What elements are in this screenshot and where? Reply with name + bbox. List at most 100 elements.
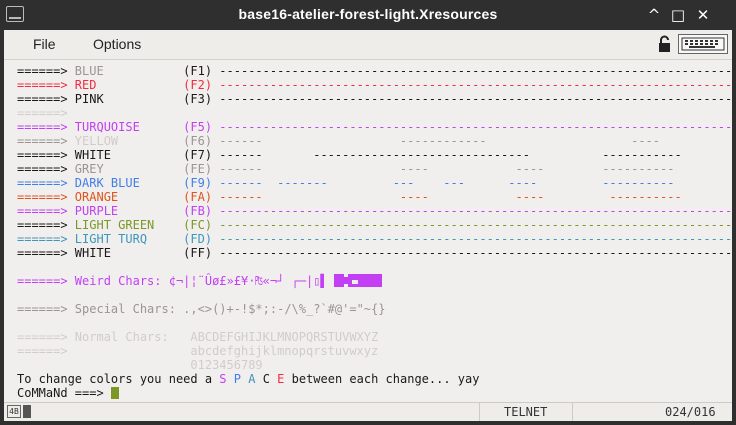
instruction-letter-c: C: [262, 372, 270, 386]
menu-options[interactable]: Options: [93, 36, 142, 52]
instruction-letter-p: P: [233, 372, 241, 386]
row-color-name: LIGHT GREEN: [74, 218, 184, 232]
normal-chars-line: ======> abcdefghijklmnopqrstuvwxyz: [17, 344, 378, 358]
row-function-key: (F2): [183, 78, 220, 92]
row-function-key: (F1): [183, 64, 220, 78]
lock-icon[interactable]: [652, 34, 676, 54]
color-row: ======> ORANGE (FA) ------ ---- ---- ---…: [17, 190, 682, 204]
row-dash-pattern: ------ ------- --- --- ---- ----------: [219, 176, 675, 190]
row-dash-pattern: ------ ---- ---- ----------: [219, 190, 682, 204]
color-row: ======> DARK BLUE (F9) ------ ------- --…: [17, 176, 674, 190]
color-row: ======> BLUE (F1) ----------------------…: [17, 64, 732, 78]
instruction-text: between each change... yay: [284, 372, 480, 386]
instruction-space: [255, 372, 262, 386]
row-arrow: ======>: [17, 148, 75, 162]
instruction-text: To change colors you need a: [17, 372, 220, 386]
row-dash-pattern: ------ ------------ ----: [219, 134, 660, 148]
row-color-name: [75, 106, 183, 120]
row-dash-pattern: ----------------------------------------…: [219, 232, 732, 246]
row-function-key: (F6): [183, 134, 220, 148]
special-chars-line: ======> Special Chars: .,<>()+-!$*;:-/\%…: [17, 302, 385, 316]
color-row: ======>: [17, 106, 219, 120]
normal-chars-label: Normal Chars:: [74, 330, 191, 344]
weird-chars-line: ======> Weird Chars: ¢¬|¦¨Ûø£»£¥·₧«¬┘ ┌─…: [17, 274, 382, 288]
row-color-name: BLUE: [74, 64, 184, 78]
terminal-screen[interactable]: ======> BLUE (F1) ----------------------…: [4, 60, 732, 402]
row-arrow: ======>: [17, 176, 75, 190]
menu-file[interactable]: File: [33, 36, 56, 52]
weird-chars-label: Weird Chars:: [74, 274, 169, 288]
status-position: 024/016: [665, 405, 716, 419]
status-divider: [479, 403, 480, 421]
text-cursor[interactable]: [110, 387, 119, 399]
row-dash-pattern: ----------------------------------------…: [219, 78, 732, 92]
row-arrow: ======>: [17, 120, 75, 134]
weird-chars-arrow: ======>: [17, 274, 75, 288]
normal-chars-line: 0123456789: [17, 358, 263, 372]
row-function-key: (F5): [183, 120, 220, 134]
normal-chars-indent: [17, 358, 190, 372]
row-arrow: ======>: [17, 134, 75, 148]
close-button[interactable]: ✕: [696, 6, 710, 24]
row-function-key: (FF): [183, 246, 220, 260]
special-chars-glyphs: .,<>()+-!$*;:-/\%_?`#@'="~{}: [183, 302, 386, 316]
color-row: ======> LIGHT GREEN (FC) ---------------…: [17, 218, 732, 232]
row-color-name: GREY: [74, 162, 184, 176]
row-arrow: ======>: [17, 246, 75, 260]
row-function-key: (FA): [183, 190, 220, 204]
keyboard-icon[interactable]: [678, 34, 728, 54]
color-row: ======> TURQUOISE (F5) -----------------…: [17, 120, 732, 134]
row-dash-pattern: ----------------------------------------…: [219, 92, 732, 106]
normal-chars-digits: 0123456789: [190, 358, 263, 372]
color-row: ======> WHITE (FF) ---------------------…: [17, 246, 732, 260]
row-color-name: TURQUOISE: [74, 120, 184, 134]
maximize-button[interactable]: □: [670, 6, 686, 24]
row-color-name: DARK BLUE: [74, 176, 184, 190]
row-color-name: ORANGE: [74, 190, 184, 204]
window-title: base16-atelier-forest-light.Xresources: [238, 6, 498, 22]
status-bar: 4B TELNET 024/016: [4, 402, 732, 421]
special-chars-label: Special Chars:: [74, 302, 184, 316]
menu-bar: File Options: [4, 30, 732, 60]
row-color-name: PURPLE: [74, 204, 184, 218]
row-dash-pattern: ------ ------------------------------ --…: [219, 148, 682, 162]
row-function-key: (FC): [183, 218, 220, 232]
row-color-name: LIGHT TURQ: [74, 232, 184, 246]
minimize-button[interactable]: ^: [647, 6, 661, 24]
row-dash-pattern: ----------------------------------------…: [219, 120, 732, 134]
status-mode: TELNET: [504, 405, 548, 419]
row-color-name: WHITE: [74, 148, 184, 162]
row-function-key: [183, 106, 219, 120]
row-arrow: ======>: [17, 64, 75, 78]
row-color-name: RED: [74, 78, 184, 92]
row-dash-pattern: ----------------------------------------…: [219, 204, 732, 218]
command-prompt: CoMMaNd ===>: [17, 386, 111, 400]
special-chars-arrow: ======>: [17, 302, 75, 316]
row-function-key: (FE): [183, 162, 220, 176]
row-dash-pattern: ----------------------------------------…: [219, 246, 732, 260]
color-row: ======> PINK (F3) ----------------------…: [17, 92, 732, 106]
weird-chars-glyphs: ¢¬|¦¨Ûø£»£¥·₧«¬┘ ┌─|▯▌: [168, 274, 328, 288]
row-function-key: (F7): [183, 148, 220, 162]
row-function-key: (FD): [183, 232, 220, 246]
row-function-key: (FB): [183, 204, 220, 218]
color-row: ======> YELLOW (F6) ------ ------------ …: [17, 134, 660, 148]
normal-chars-arrow: ======>: [17, 344, 191, 358]
row-arrow: ======>: [17, 218, 75, 232]
color-row: ======> LIGHT TURQ (FD) ----------------…: [17, 232, 732, 246]
instruction-letter-e: E: [277, 372, 285, 386]
title-bar[interactable]: base16-atelier-forest-light.Xresources ^…: [0, 0, 736, 30]
normal-chars-upper: ABCDEFGHIJKLMNOPQRSTUVWXYZ: [190, 330, 379, 344]
row-arrow: ======>: [17, 162, 75, 176]
row-arrow: ======>: [17, 92, 75, 106]
status-indicator-icon: 4B: [7, 405, 21, 418]
row-arrow: ======>: [17, 106, 75, 120]
row-dash-pattern: ----------------------------------------…: [219, 218, 732, 232]
row-dash-pattern: ----------------------------------------…: [219, 64, 732, 78]
status-divider: [572, 403, 573, 421]
app-icon[interactable]: [6, 6, 24, 22]
row-function-key: (F9): [183, 176, 220, 190]
instruction-space: [227, 372, 234, 386]
row-arrow: ======>: [17, 78, 75, 92]
instruction-letter-s: S: [219, 372, 227, 386]
